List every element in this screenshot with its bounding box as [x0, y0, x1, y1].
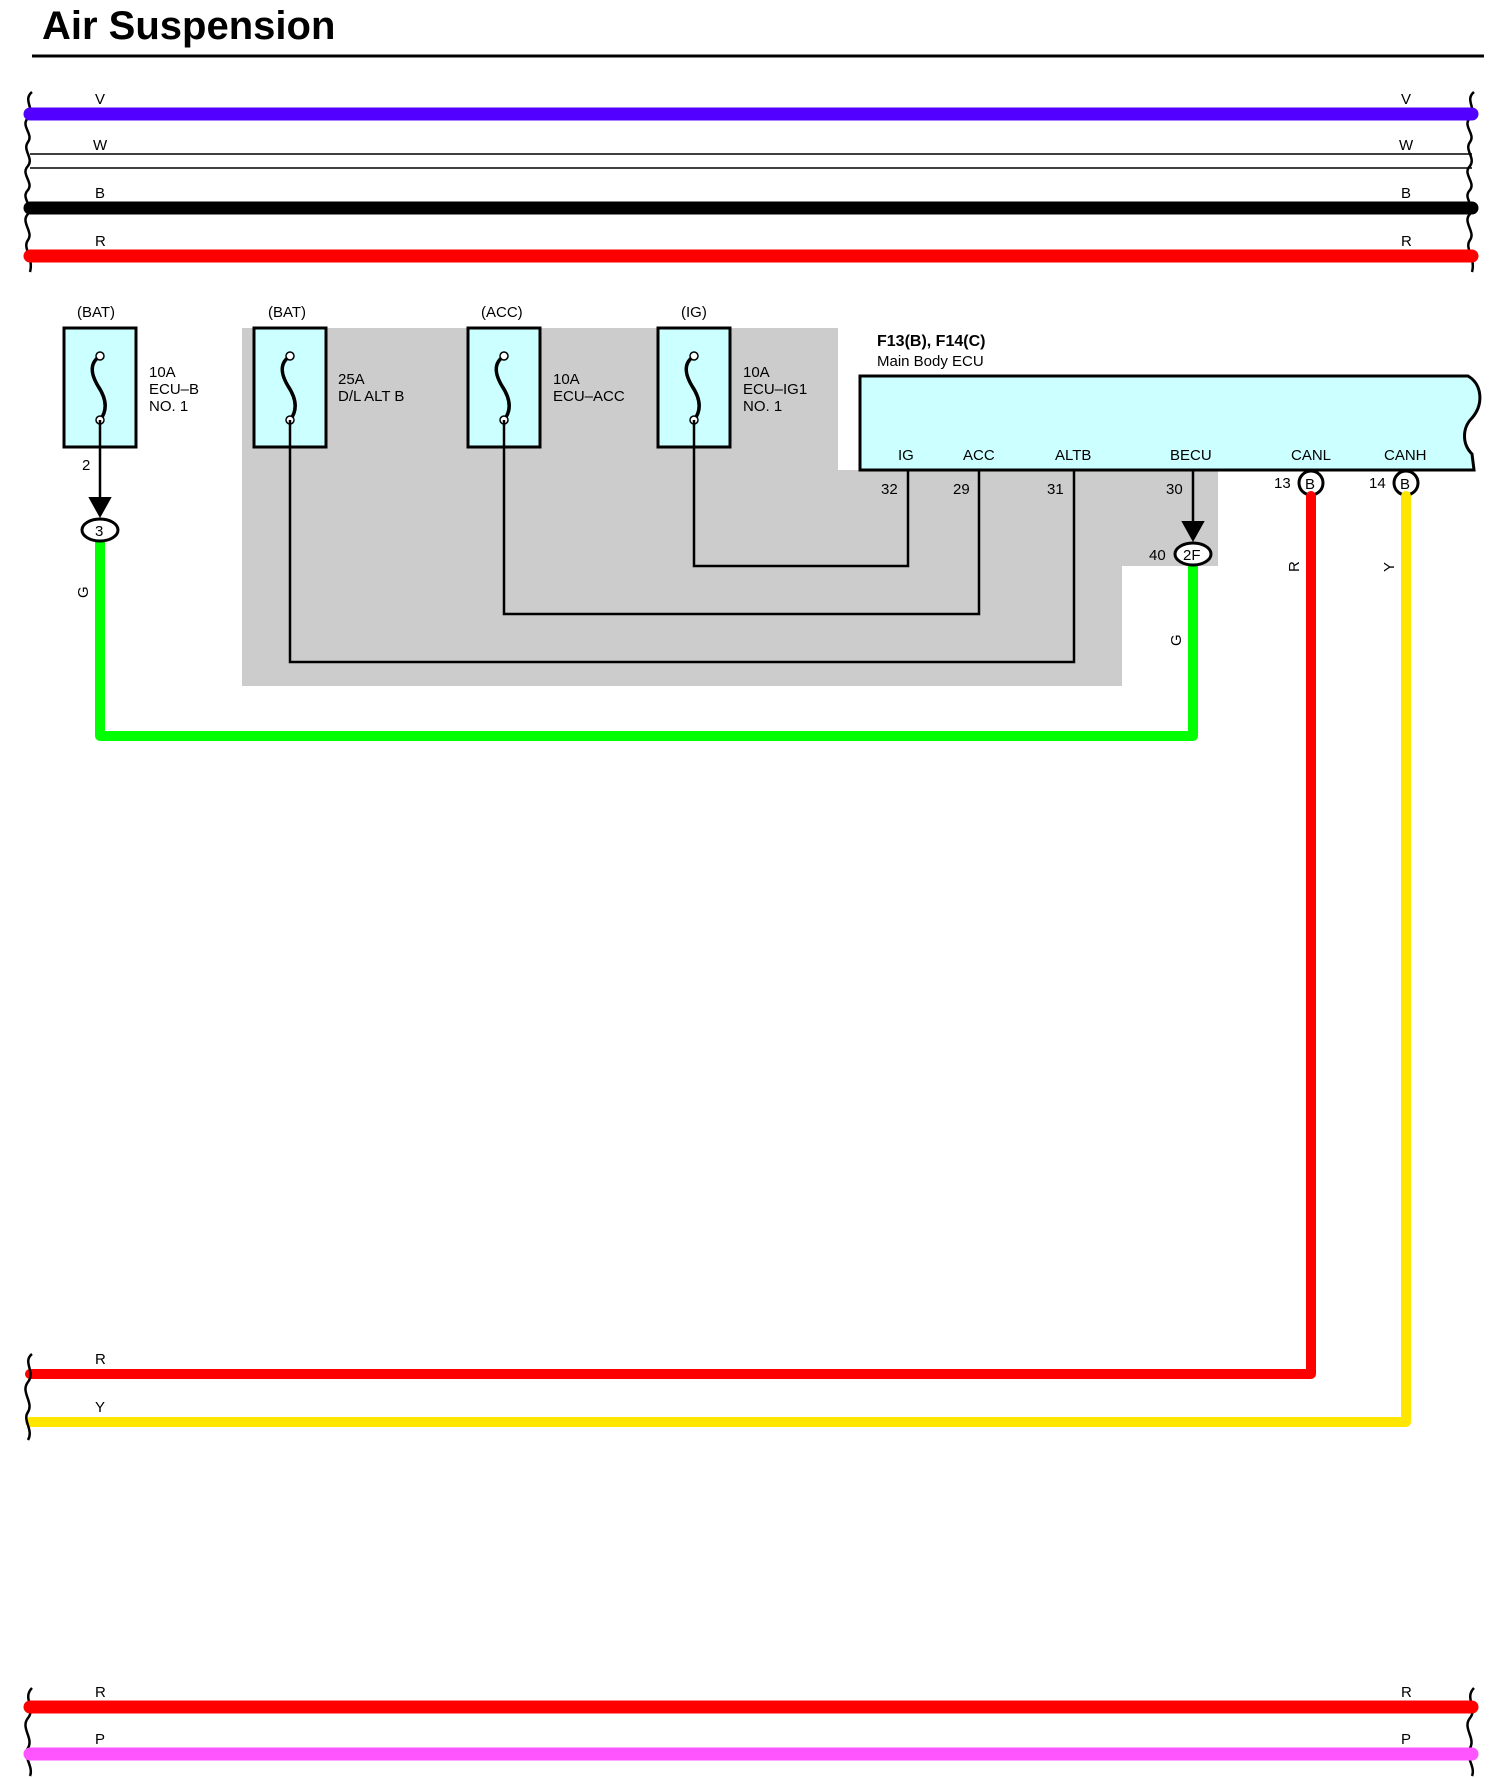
fuse-element [494, 354, 511, 422]
bus-label-r-right: R [1401, 233, 1412, 250]
ecu-terminal-ig: IG [898, 447, 914, 464]
ecu-terminal-acc: ACC [963, 447, 995, 464]
ecu-pin-canl: 13 [1274, 475, 1291, 492]
break-mark-left [24, 1353, 33, 1441]
fuse-rating: 10A [553, 371, 580, 388]
ecu-name: Main Body ECU [877, 353, 984, 370]
wire-yellow-canh [25, 491, 1411, 1427]
fuse-name: ECU–ACC [553, 388, 625, 405]
fuse-source: (IG) [681, 304, 707, 321]
wire-label-r: R [1286, 561, 1303, 572]
bus-label-r-left: R [95, 233, 106, 250]
fuse-source: (ACC) [481, 304, 523, 321]
fuse-element [684, 354, 701, 422]
ecu-pin-ig: 32 [881, 481, 898, 498]
canl-connector-label: B [1305, 476, 1315, 493]
mid-bus: R Y [24, 1351, 106, 1441]
connector-2f [1173, 541, 1213, 567]
wire-altb-to-ecu-altb [288, 420, 1076, 664]
ecu-code: F13(B), F14(C) [877, 333, 985, 350]
bus-label-b-left: B [95, 185, 105, 202]
bus-label-p-right: P [1401, 1731, 1411, 1748]
bus-label-b-right: B [1401, 185, 1411, 202]
fuse-rating: 25A [338, 371, 365, 388]
fuse-terminal [95, 351, 105, 361]
ecu-pin-becu: 30 [1166, 481, 1183, 498]
bus-label-y: Y [95, 1399, 105, 1416]
bus-label-w-left: W [93, 137, 108, 154]
bus-label-w-right: W [1399, 137, 1414, 154]
fuse-terminal [689, 351, 699, 361]
fuse-rating: 10A [149, 364, 176, 381]
ecu-terminal-becu: BECU [1170, 447, 1212, 464]
fuse-name: D/L ALT B [338, 388, 404, 405]
top-bus: V V W W B B R R [23, 91, 1479, 273]
bottom-bus: R R P P [23, 1684, 1479, 1777]
fuse-number: NO. 1 [743, 398, 782, 415]
main-body-ecu-box [858, 374, 1482, 472]
fuse-terminal [499, 351, 509, 361]
wire-label-y: Y [1381, 562, 1398, 572]
fuse-rating: 10A [743, 364, 770, 381]
fuse-name: ECU–IG1 [743, 381, 807, 398]
fuse-name: ECU–B [149, 381, 199, 398]
connector-2f-pin: 40 [1149, 547, 1166, 564]
ecu-pin-altb: 31 [1047, 481, 1064, 498]
fuse-number: NO. 1 [149, 398, 188, 415]
connector-3-label: 3 [95, 523, 103, 540]
wire-red-canl [25, 491, 1316, 1379]
wire-label-g-right: G [1168, 634, 1185, 646]
bus-label-r-right: R [1401, 1684, 1412, 1701]
fuse1-arrow [88, 497, 112, 519]
connector-3 [80, 517, 120, 543]
fuse-element [280, 354, 297, 422]
fuse-ecu-b: (BAT) 10A ECU–B NO. 1 [62, 304, 199, 449]
wire-green [95, 536, 1198, 741]
break-mark-left [24, 91, 33, 273]
bus-label-v-right: V [1401, 91, 1411, 108]
wire-ig1-to-ecu-ig [692, 420, 910, 568]
fuse-source: (BAT) [77, 304, 115, 321]
bus-label-r-left: R [95, 1684, 106, 1701]
fuse-source: (BAT) [268, 304, 306, 321]
fuse1-pin: 2 [82, 457, 90, 474]
wire-acc-to-ecu-acc [502, 420, 981, 616]
fuse-terminal [285, 351, 295, 361]
ecu-pin-acc: 29 [953, 481, 970, 498]
bus-label-p-left: P [95, 1731, 105, 1748]
fuse-element [90, 354, 107, 422]
bus-label-v-left: V [95, 91, 105, 108]
ecu-terminal-canh: CANH [1384, 447, 1427, 464]
page-title: Air Suspension [42, 4, 336, 48]
ecu-terminal-canl: CANL [1291, 447, 1331, 464]
connector-2f-label: 2F [1183, 547, 1201, 564]
ecu-terminal-altb: ALTB [1055, 447, 1091, 464]
canh-connector-label: B [1400, 476, 1410, 493]
bus-label-r: R [95, 1351, 106, 1368]
wire-label-g-left: G [75, 586, 92, 598]
becu-arrow [1181, 521, 1205, 543]
ecu-pin-canh: 14 [1369, 475, 1386, 492]
